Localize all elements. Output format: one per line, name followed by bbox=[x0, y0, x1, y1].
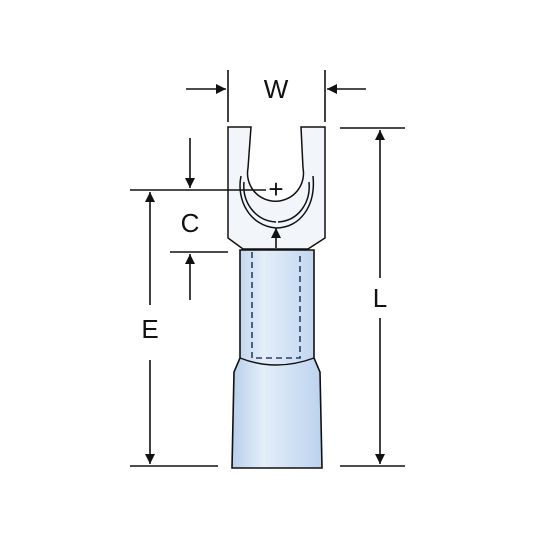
barrel-dashed-outline bbox=[251, 252, 301, 359]
insulation-sleeve bbox=[231, 249, 323, 469]
tongue-hook-inner-right bbox=[277, 181, 310, 223]
terminal-body bbox=[227, 126, 326, 250]
center-mark: + bbox=[268, 174, 283, 204]
w-label: W bbox=[264, 74, 289, 104]
l-label: L bbox=[373, 283, 387, 313]
plus-icon: + bbox=[268, 174, 283, 204]
dimension-w bbox=[186, 70, 366, 122]
sleeve-neck bbox=[239, 357, 315, 366]
dimension-c bbox=[130, 138, 266, 300]
e-label: E bbox=[141, 314, 158, 344]
tongue-hook-detail bbox=[239, 175, 315, 229]
sleeve-upper bbox=[231, 249, 323, 469]
c-label: C bbox=[181, 208, 200, 238]
dimension-e bbox=[130, 192, 218, 467]
tongue-hook-inner bbox=[243, 181, 277, 223]
dimension-l bbox=[340, 127, 405, 467]
